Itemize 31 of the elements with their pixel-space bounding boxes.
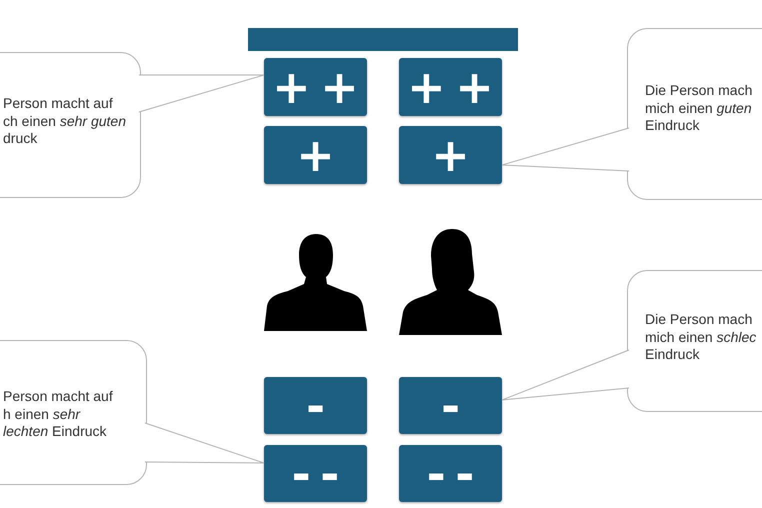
rating-symbol: +: [431, 132, 470, 178]
person-silhouette: [264, 232, 367, 331]
person-silhouette: [399, 228, 502, 335]
callout-pointer: [502, 128, 630, 172]
rating-symbol: + +: [407, 64, 494, 110]
speech-bubble: [627, 270, 762, 412]
callout-pointer: [138, 74, 264, 112]
rating-symbol: + +: [272, 64, 359, 110]
callout-text: Die Person mach mich einen schlec Eindruck: [645, 311, 758, 364]
rating-symbol: -: [440, 382, 460, 428]
callout-text: Person macht auf h einen sehr lechten Eindruck: [3, 388, 114, 440]
rating-tile: [399, 58, 502, 116]
rating-tile: [264, 445, 367, 502]
rating-symbol: - -: [426, 450, 474, 496]
callout-text: Person macht auf ch einen sehr guten druck: [3, 95, 127, 148]
speech-bubble: [0, 52, 141, 198]
rating-tile: [399, 126, 502, 184]
rating-symbol: +: [296, 132, 335, 178]
rating-tile: [399, 445, 502, 502]
rating-tile: [264, 377, 367, 434]
rating-tile: [264, 58, 367, 116]
callout-text: Die Person mach mich einen guten Eindruck: [645, 82, 754, 134]
rating-tile: [264, 126, 367, 184]
callout-pointer: [144, 422, 264, 464]
speech-bubble: [0, 340, 147, 485]
rating-symbol: -: [306, 382, 326, 428]
header-bar: [248, 28, 518, 51]
speech-bubble: [627, 28, 762, 200]
rating-symbol: - -: [292, 450, 340, 496]
callout-pointer: [502, 350, 630, 400]
rating-tile: [399, 377, 502, 434]
